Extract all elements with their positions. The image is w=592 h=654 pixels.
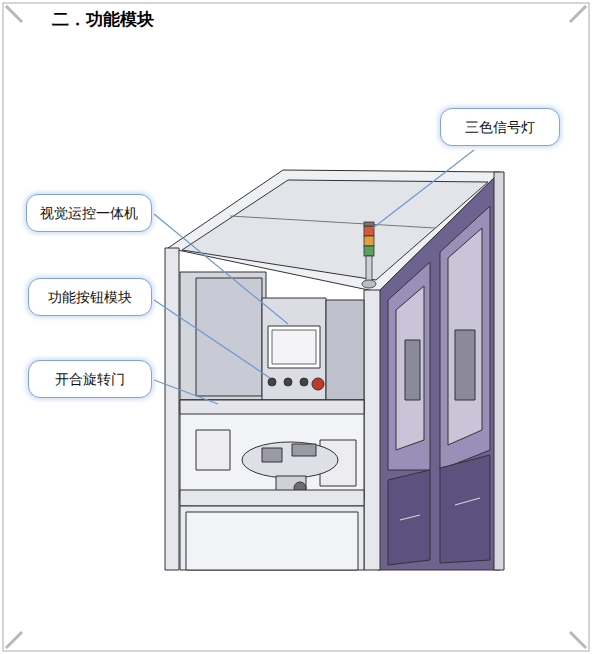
- signal-light: [362, 222, 376, 288]
- callout-box: 开合旋转门: [28, 360, 152, 398]
- callout-label: 开合旋转门: [55, 371, 125, 388]
- leader-lines: [154, 150, 474, 404]
- callout-label: 功能按钮模块: [48, 289, 132, 306]
- corner-marks: [6, 6, 586, 648]
- callout-label: 视觉运控一体机: [40, 205, 138, 222]
- cabinet: [165, 170, 504, 570]
- callout-box: 视觉运控一体机: [26, 194, 152, 232]
- page-frame: [3, 3, 589, 651]
- callout-box: 功能按钮模块: [28, 278, 152, 316]
- section-title: 二．功能模块: [52, 8, 154, 31]
- buttons: [268, 378, 324, 390]
- callout-box: 三色信号灯: [440, 108, 560, 146]
- callout-label: 三色信号灯: [465, 119, 535, 136]
- touch-display: [268, 326, 320, 368]
- turntable: [242, 442, 338, 478]
